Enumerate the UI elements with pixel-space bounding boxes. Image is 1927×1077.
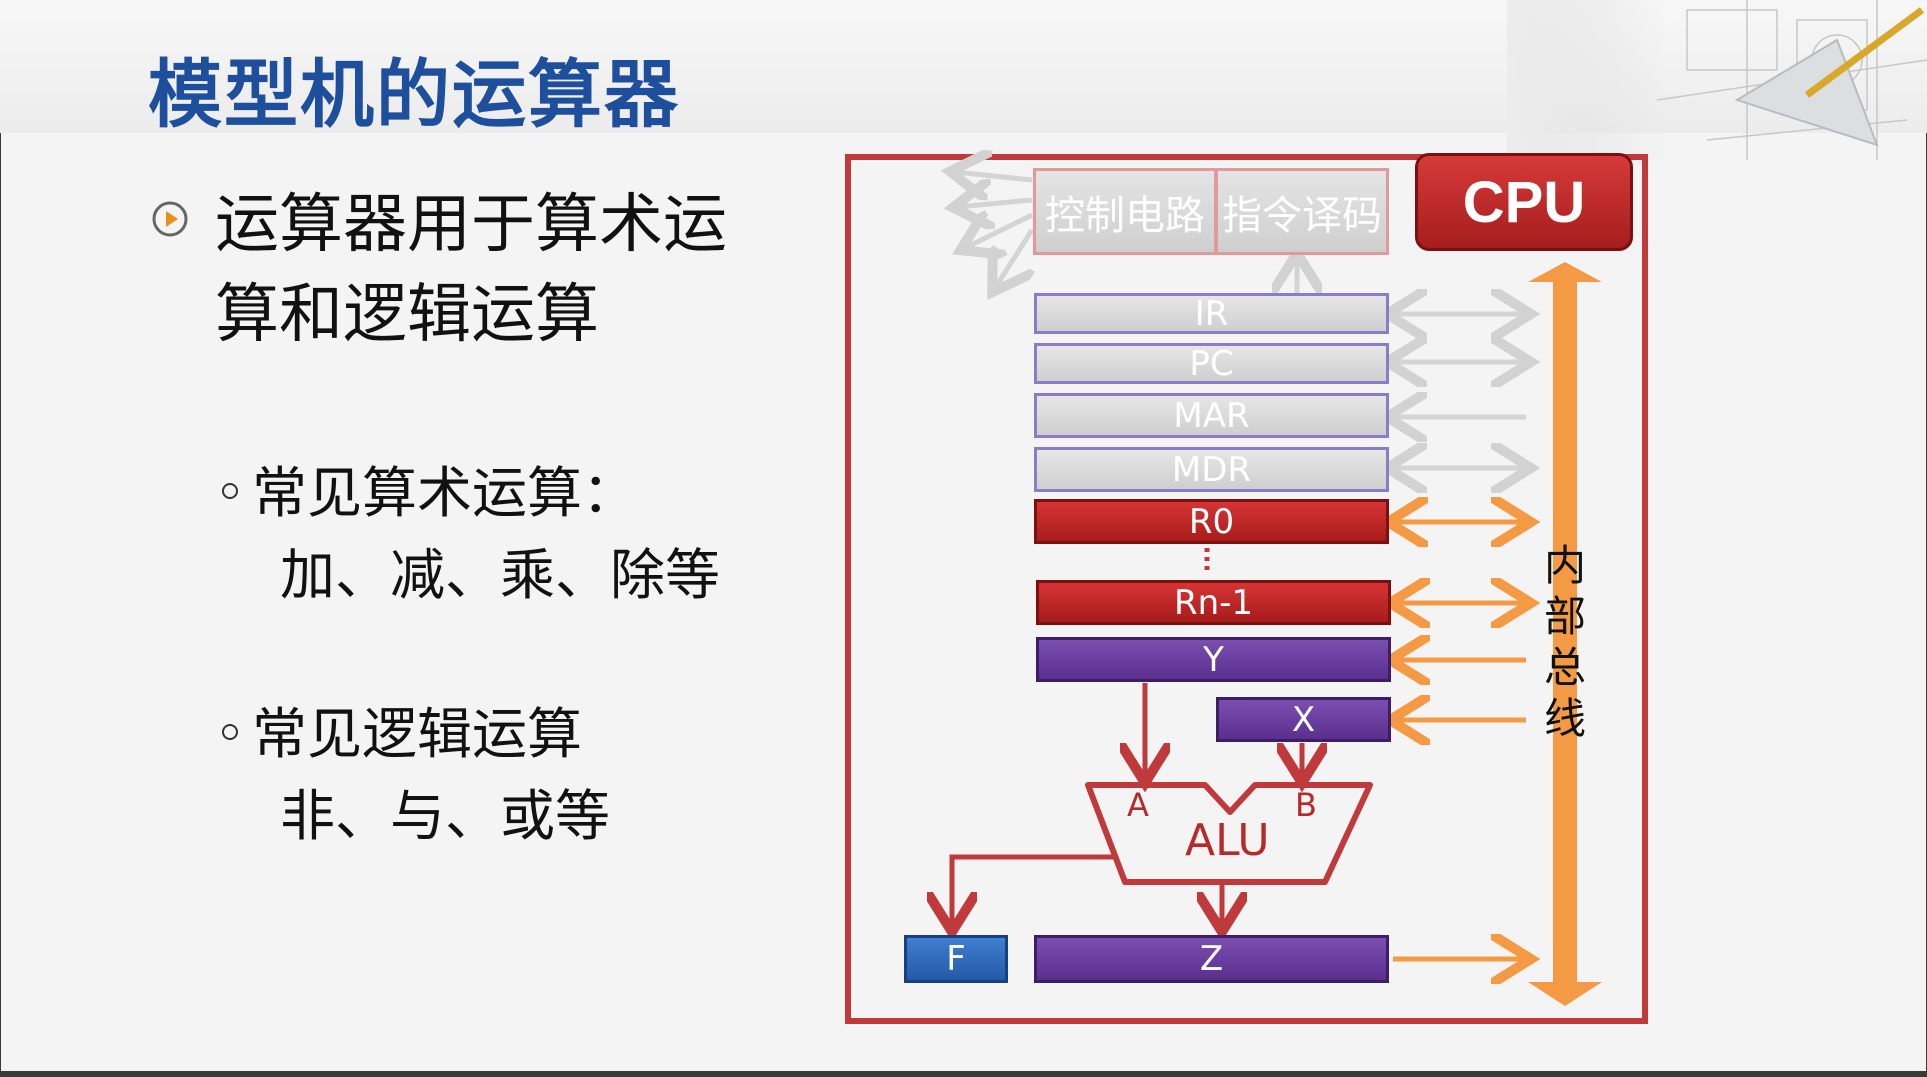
register-mar: MAR xyxy=(1034,393,1389,438)
blueprint-decoration xyxy=(1507,0,1927,165)
register-x: X xyxy=(1216,697,1391,742)
sub-point-heading: 常见算术运算： xyxy=(252,461,638,525)
alu-input-a-label: A xyxy=(1127,786,1149,824)
pencil-icon xyxy=(1804,7,1925,98)
sub-point-logic: 常见逻辑运算 非、与、或等 xyxy=(222,693,610,857)
instruction-decode-block: 指令译码 xyxy=(1215,168,1389,255)
alu-input-b-label: B xyxy=(1295,786,1317,824)
bus-label-char: 总 xyxy=(1543,643,1586,692)
internal-bus-label: 内 部 总 线 xyxy=(1540,540,1590,744)
control-circuit-block: 控制电路 xyxy=(1033,168,1217,255)
register-mdr: MDR xyxy=(1034,447,1389,492)
sub-point-detail: 非、与、或等 xyxy=(280,784,611,848)
register-y: Y xyxy=(1036,637,1391,682)
register-f: F xyxy=(904,935,1008,983)
cpu-boundary xyxy=(845,154,1648,1024)
play-bullet-icon xyxy=(152,201,188,237)
register-rn-1: Rn-1 xyxy=(1036,580,1391,625)
cpu-label: CPU xyxy=(1415,153,1633,251)
alu-label: ALU xyxy=(1185,815,1270,866)
register-pc: PC xyxy=(1034,343,1389,384)
register-ir: IR xyxy=(1034,293,1389,334)
circle-bullet-icon xyxy=(222,723,238,740)
gray-bus-arrows xyxy=(1392,314,1526,468)
orange-bus-arrows xyxy=(1393,522,1526,959)
internal-bus xyxy=(1528,262,1602,1006)
bus-label-char: 线 xyxy=(1543,694,1586,743)
register-z: Z xyxy=(1034,935,1389,983)
bus-label-char: 部 xyxy=(1543,592,1586,641)
sub-point-heading: 常见逻辑运算 xyxy=(252,702,583,766)
register-r0: R0 xyxy=(1034,499,1389,544)
control-signal-arrows xyxy=(955,172,1032,288)
bus-label-char: 内 xyxy=(1543,541,1586,590)
main-point: 运算器用于算术运算和逻辑运算 xyxy=(215,188,727,352)
sub-point-detail: 加、减、乘、除等 xyxy=(280,543,721,607)
slide-title: 模型机的运算器 xyxy=(148,52,680,138)
alu-datapath xyxy=(952,683,1302,927)
circle-bullet-icon xyxy=(222,482,238,499)
sub-point-arithmetic: 常见算术运算： 加、减、乘、除等 xyxy=(222,452,720,616)
bottom-border xyxy=(0,1071,1927,1077)
